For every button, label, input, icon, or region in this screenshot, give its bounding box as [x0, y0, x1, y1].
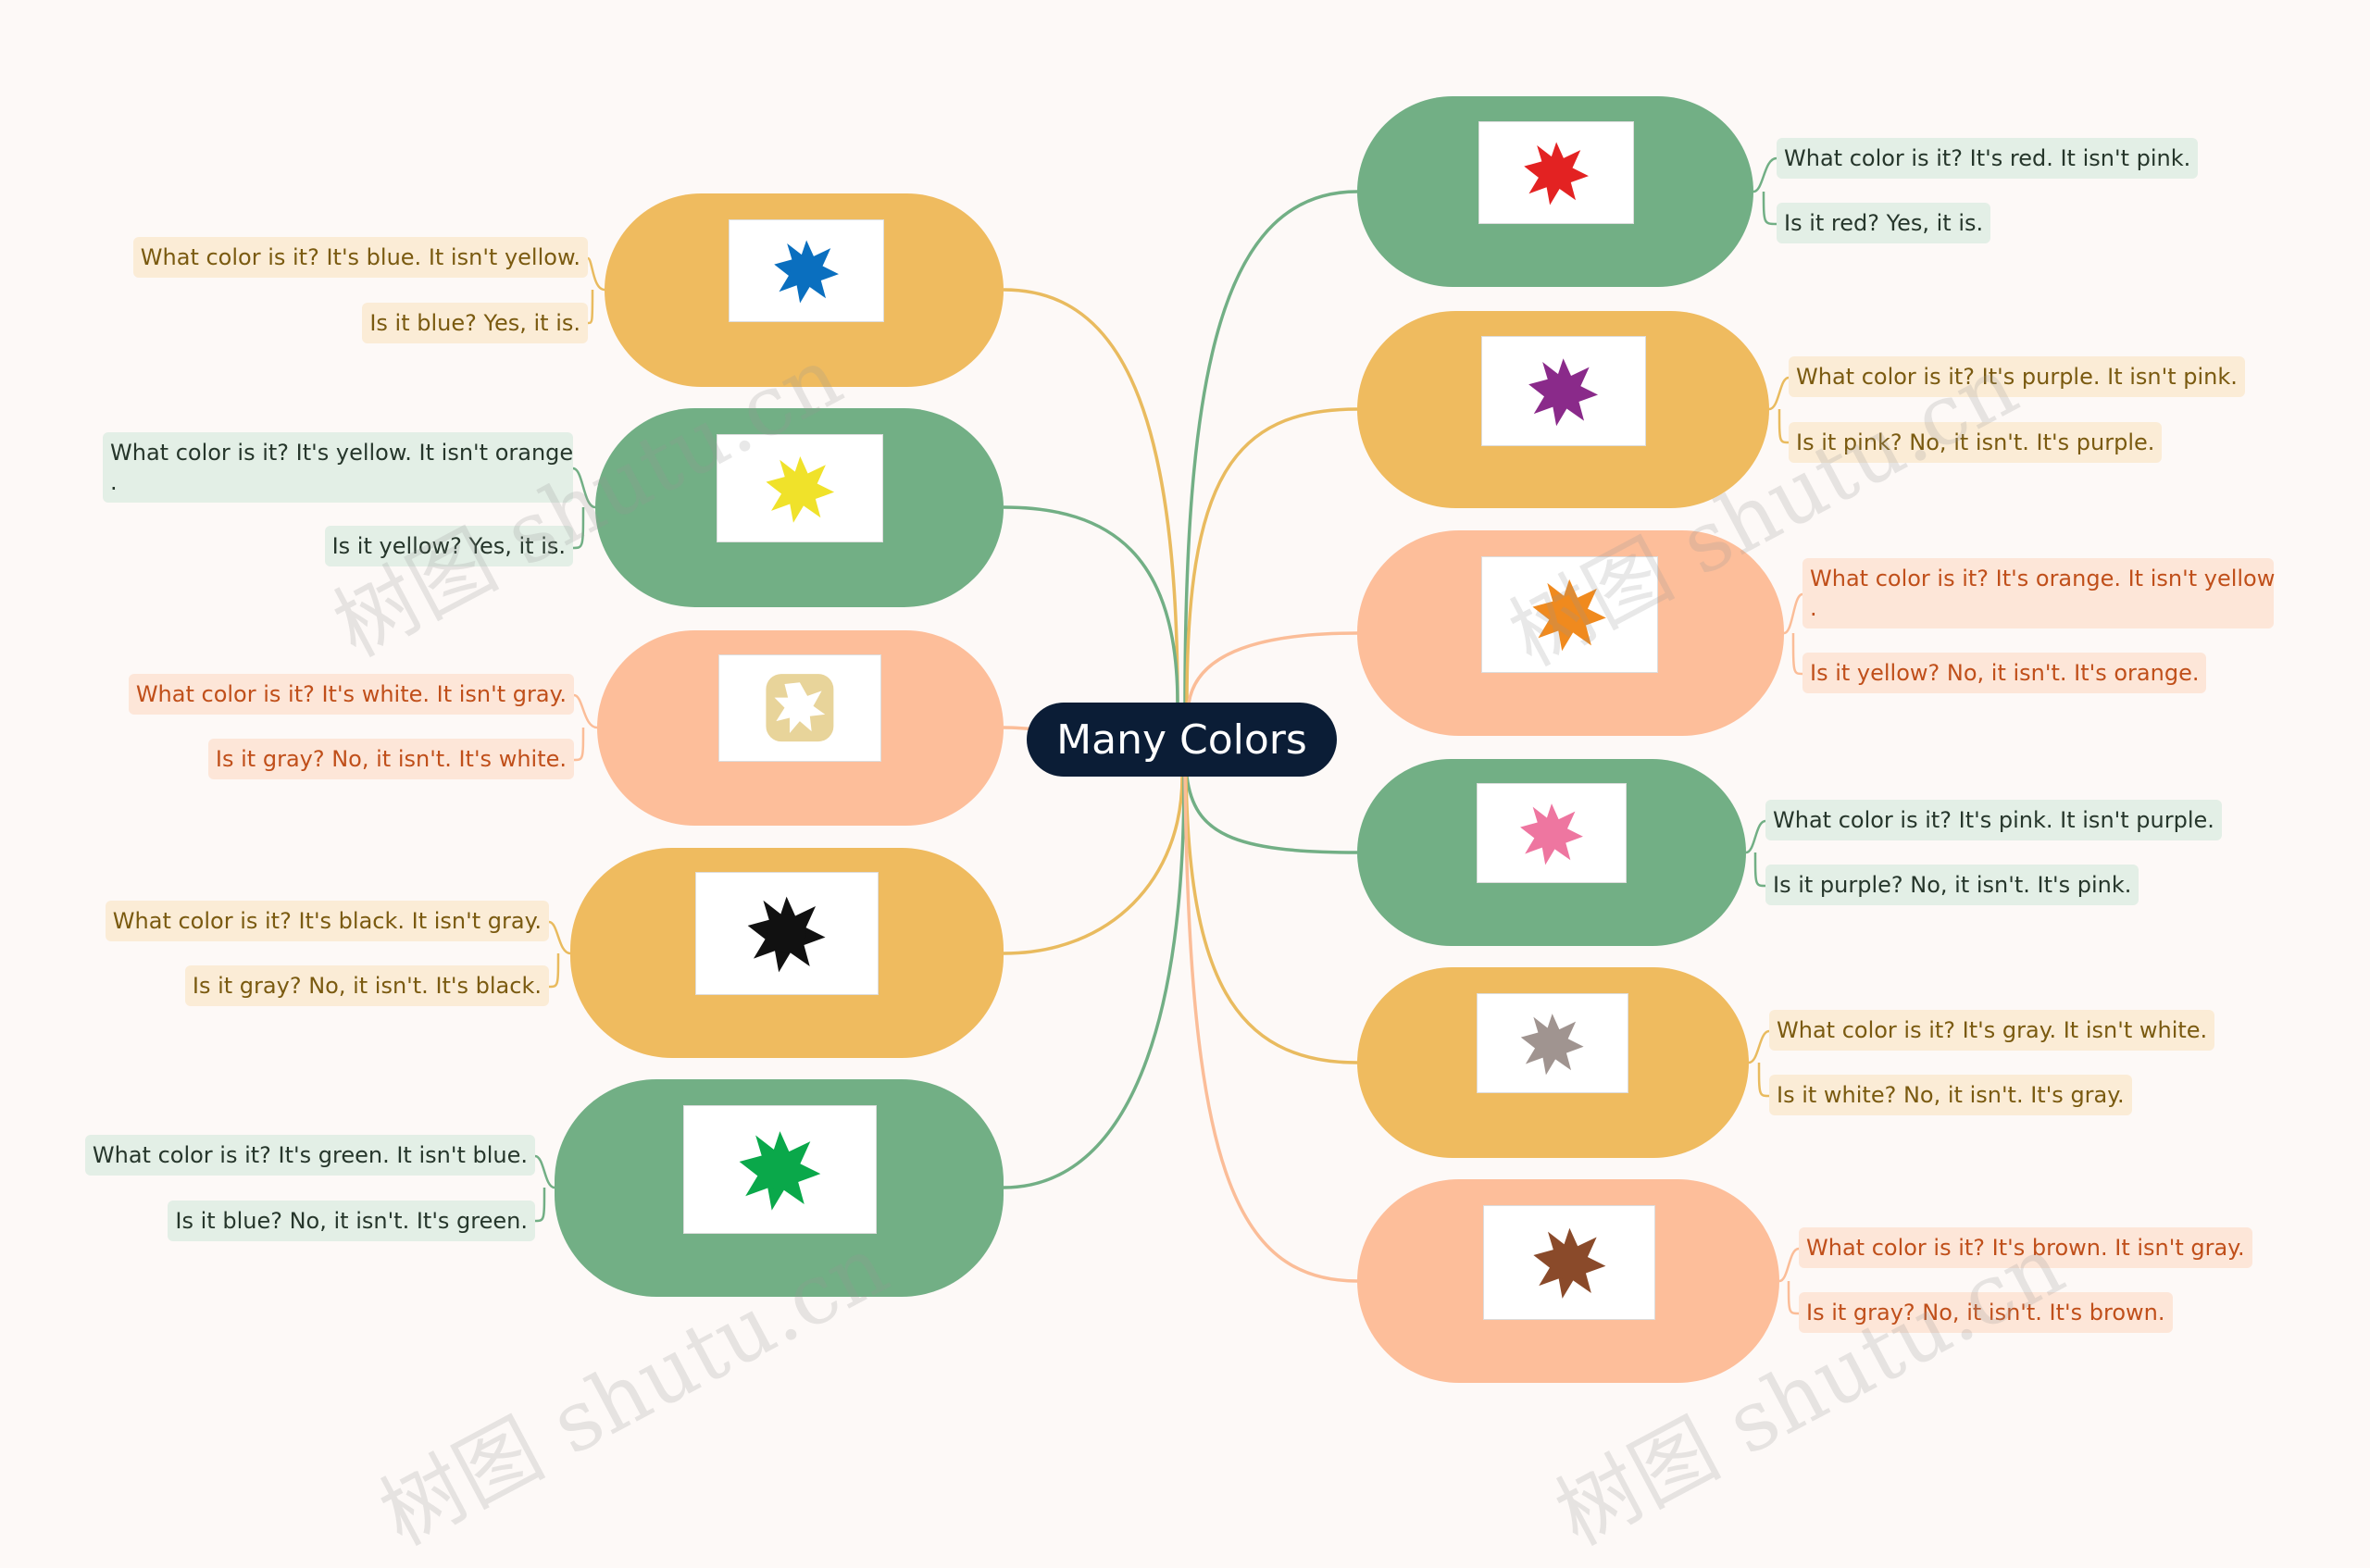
- red-splat-icon: [1524, 142, 1589, 205]
- white-splat-icon: [766, 674, 834, 742]
- label-brown-q2[interactable]: Is it gray? No, it isn't. It's brown.: [1799, 1292, 2173, 1333]
- label-yellow-q1-line2: .: [110, 469, 118, 495]
- label-blue-q2[interactable]: Is it blue? Yes, it is.: [362, 303, 588, 343]
- label-white-q1[interactable]: What color is it? It's white. It isn't g…: [128, 674, 574, 715]
- splat-image-orange: [1481, 556, 1658, 673]
- label-red-q2[interactable]: Is it red? Yes, it is.: [1777, 203, 1991, 243]
- label-orange-q1-line1: What color is it? It's orange. It isn't …: [1810, 566, 2276, 591]
- splat-image-pink: [1477, 783, 1627, 883]
- splat-image-red: [1478, 121, 1634, 224]
- label-orange-q1-line2: .: [1810, 595, 1817, 621]
- central-topic-label: Many Colors: [1056, 716, 1307, 764]
- label-orange-q2[interactable]: Is it yellow? No, it isn't. It's orange.: [1802, 653, 2207, 693]
- label-gray-q1[interactable]: What color is it? It's gray. It isn't wh…: [1769, 1010, 2215, 1051]
- label-green-q2[interactable]: Is it blue? No, it isn't. It's green.: [168, 1201, 535, 1241]
- splat-image-gray: [1477, 993, 1628, 1093]
- splat-image-white: [718, 654, 881, 762]
- label-black-q2[interactable]: Is it gray? No, it isn't. It's black.: [184, 965, 549, 1006]
- label-black-q1[interactable]: What color is it? It's black. It isn't g…: [105, 901, 549, 941]
- label-red-q1[interactable]: What color is it? It's red. It isn't pin…: [1777, 138, 2199, 179]
- label-purple-q2[interactable]: Is it pink? No, it isn't. It's purple.: [1789, 422, 2163, 463]
- label-brown-q1[interactable]: What color is it? It's brown. It isn't g…: [1799, 1227, 2252, 1268]
- orange-splat-icon: [1532, 579, 1607, 652]
- black-splat-icon: [748, 896, 826, 973]
- splat-image-brown: [1483, 1205, 1655, 1320]
- label-blue-q1[interactable]: What color is it? It's blue. It isn't ye…: [132, 237, 588, 278]
- central-topic[interactable]: Many Colors: [1027, 703, 1337, 777]
- label-yellow-q1[interactable]: What color is it? It's yellow. It isn't …: [103, 432, 573, 503]
- splat-image-green: [683, 1105, 877, 1234]
- label-gray-q2[interactable]: Is it white? No, it isn't. It's gray.: [1769, 1075, 2132, 1115]
- yellow-splat-icon: [766, 455, 834, 523]
- label-green-q1[interactable]: What color is it? It's green. It isn't b…: [84, 1135, 535, 1176]
- gray-splat-icon: [1521, 1013, 1584, 1075]
- splat-image-yellow: [717, 434, 883, 542]
- label-orange-q1[interactable]: What color is it? It's orange. It isn't …: [1802, 558, 2276, 628]
- label-white-q2[interactable]: Is it gray? No, it isn't. It's white.: [207, 739, 574, 779]
- pink-splat-icon: [1520, 803, 1583, 865]
- splat-image-black: [695, 872, 879, 995]
- green-splat-icon: [739, 1130, 821, 1211]
- connector-lines: [534, 156, 1803, 1315]
- blue-splat-icon: [774, 240, 839, 304]
- splat-image-blue: [729, 219, 884, 322]
- purple-splat-icon: [1528, 357, 1599, 426]
- label-pink-q2[interactable]: Is it purple? No, it isn't. It's pink.: [1765, 865, 2139, 905]
- splat-image-purple: [1481, 336, 1646, 446]
- label-yellow-q2[interactable]: Is it yellow? Yes, it is.: [324, 526, 573, 566]
- label-yellow-q1-line1: What color is it? It's yellow. It isn't …: [110, 440, 574, 466]
- label-pink-q1[interactable]: What color is it? It's pink. It isn't pu…: [1765, 800, 2222, 840]
- brown-splat-icon: [1532, 1227, 1606, 1300]
- label-purple-q1[interactable]: What color is it? It's purple. It isn't …: [1789, 356, 2245, 397]
